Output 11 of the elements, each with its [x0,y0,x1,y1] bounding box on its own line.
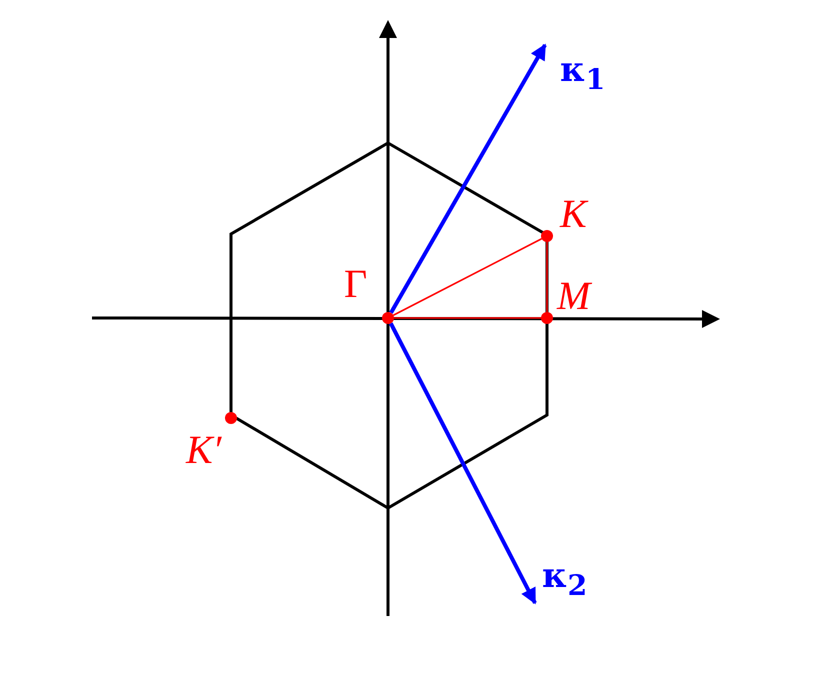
connector-line [392,238,542,316]
vector-label: κ$_{1}$ [560,50,606,98]
vector-arrow [389,44,547,314]
point-label: Γ [344,264,368,304]
point-label: K′ [186,430,222,470]
point-label: M [557,276,590,316]
vector-arrow [388,322,537,604]
connector-line [546,242,548,312]
point-label: K [560,194,587,234]
connector-line [394,317,541,319]
vector-label: κ$_{2}$ [542,556,588,604]
